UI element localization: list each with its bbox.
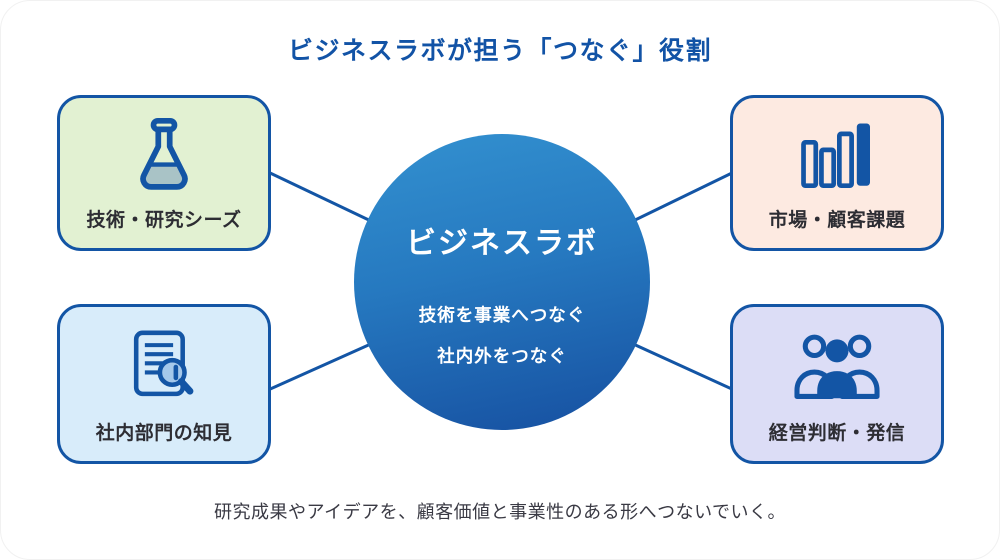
page-title: ビジネスラボが担う「つなぐ」役割 (287, 37, 712, 65)
caption: 研究成果やアイデアを、顧客価値と事業性のある形へつないでいく。 (213, 502, 787, 522)
center-circle: ビジネスラボ 技術を事業へつなぐ 社内外をつなぐ (354, 134, 650, 430)
center-subline-2: 社内外をつなぐ (437, 346, 567, 366)
document-search-icon (133, 307, 195, 418)
connector-top-left (267, 170, 374, 224)
people-group-icon (791, 307, 883, 418)
node-market-issues: 市場・顧客課題 (730, 95, 944, 251)
connector-top-right (630, 170, 735, 224)
node-tech-seeds: 技術・研究シーズ (57, 95, 271, 251)
center-subline-1: 技術を事業へつなぐ (418, 305, 586, 325)
node-management: 経営判断・発信 (730, 304, 944, 464)
flask-icon (135, 98, 193, 205)
node-label: 経営判断・発信 (768, 423, 906, 444)
node-internal-insight: 社内部門の知見 (57, 304, 271, 464)
bar-chart-icon (801, 98, 873, 205)
node-label: 社内部門の知見 (95, 423, 233, 444)
node-label: 技術・研究シーズ (86, 210, 242, 231)
node-label: 市場・顧客課題 (768, 210, 906, 231)
center-title: ビジネスラボ (406, 227, 598, 260)
